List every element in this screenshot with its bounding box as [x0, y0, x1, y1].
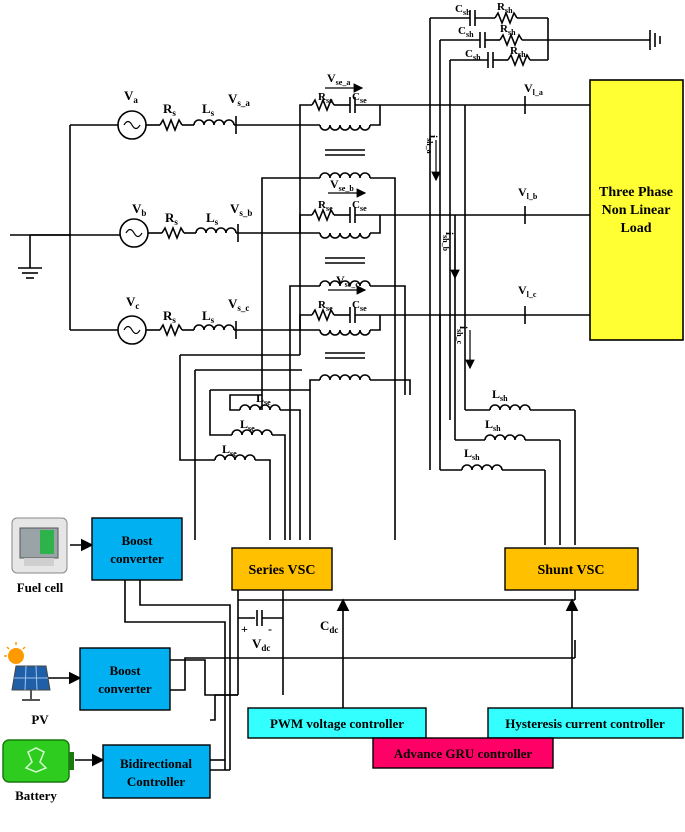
csh-label-1: Csh: [455, 3, 471, 17]
pwm-controller-box: [247, 707, 427, 739]
load-title-line3: Load: [620, 221, 651, 236]
series-transformer-a: [299, 97, 590, 179]
phase-a-source: [70, 110, 300, 140]
battery-icon: [2, 739, 74, 783]
rse-label-c: Rse: [318, 299, 333, 313]
boost-converter-2-box: [79, 647, 171, 711]
load-title-line1: Three Phase: [599, 185, 673, 200]
hysteresis-controller-box: [487, 707, 684, 739]
ls-label-a: Ls: [202, 101, 215, 118]
bidir-label-line2: Controller: [127, 774, 185, 789]
vb-label: Vb: [132, 201, 146, 218]
shunt-vsc-label: Shunt VSC: [537, 563, 604, 578]
vse-b-label: Vse_b: [330, 177, 354, 193]
series-vsc-label: Series VSC: [248, 563, 315, 578]
gru-label: Advance GRU controller: [394, 746, 533, 761]
ls-label-c: Ls: [202, 308, 215, 325]
csh-label-2: Csh: [458, 25, 474, 39]
phase-c-source: [70, 315, 300, 345]
boost1-label-line1: Boost: [121, 533, 153, 548]
shunt-vsc-box: [504, 547, 639, 591]
vsa-label: Vs_a: [228, 91, 250, 108]
ish-c-label: ish_c: [455, 326, 469, 345]
lse-label-1: Lse: [256, 391, 271, 407]
rs-label-c: Rs: [163, 308, 176, 325]
lse-label-2: Lse: [240, 417, 255, 433]
series-transformer-c: [299, 307, 590, 381]
hysteresis-label: Hysteresis current controller: [505, 716, 665, 731]
fuel-cell-icon: [11, 517, 68, 574]
lsh-label-2: Lsh: [485, 417, 501, 433]
rs-label-b: Rs: [165, 210, 178, 227]
vlc-label: Vl_c: [518, 283, 537, 299]
csh-label-3: Csh: [465, 48, 481, 62]
cse-label-c: Cse: [352, 299, 367, 313]
boost2-label-line2: converter: [98, 681, 152, 696]
lsh-label-1: Lsh: [492, 387, 508, 403]
load-title-line2: Non Linear: [602, 203, 671, 218]
vlb-label: Vl_b: [518, 185, 538, 201]
pwm-label: PWM voltage controller: [270, 716, 404, 731]
boost1-label-line2: converter: [110, 551, 164, 566]
boost-converter-1-box: [91, 517, 183, 581]
battery-label: Battery: [15, 788, 57, 803]
phase-b-source: [10, 218, 300, 248]
vse-a-label: Vse_a: [327, 71, 350, 87]
ls-label-b: Ls: [206, 210, 219, 227]
series-vsc-box: [231, 547, 333, 591]
series-secondary-wiring: [179, 125, 411, 540]
dc-minus-label: -: [268, 622, 272, 636]
rs-label-a: Rs: [163, 101, 176, 118]
shunt-filter-top: [429, 10, 661, 470]
dc-plus-label: +: [241, 622, 248, 636]
solar-panel-icon: [4, 642, 51, 701]
cdc-label: Cdc: [320, 618, 338, 635]
pv-label: PV: [31, 712, 49, 727]
boost2-label-line1: Boost: [109, 663, 141, 678]
cse-label-b: Cse: [352, 199, 367, 213]
ish-a-label: ish_a: [425, 135, 439, 154]
shunt-inductors: [439, 105, 576, 545]
vsb-label: Vs_b: [230, 201, 252, 218]
va-label: Va: [124, 88, 138, 105]
lsh-label-3: Lsh: [464, 446, 480, 462]
fuel-cell-label: Fuel cell: [17, 580, 64, 595]
ish-b-label: ish_b: [441, 232, 455, 252]
rsh-label-3: Rsh: [510, 45, 526, 59]
rsh-label-1: Rsh: [497, 1, 513, 15]
bidirectional-controller-box: [102, 744, 211, 799]
load-box: [589, 79, 684, 341]
lse-label-3: Lse: [222, 442, 237, 458]
vdc-label: Vdc: [252, 636, 270, 653]
gru-controller-box: [372, 737, 554, 769]
rse-label-a: Rse: [318, 91, 333, 105]
ground-symbol-left: [18, 125, 71, 330]
rsh-label-2: Rsh: [500, 23, 516, 37]
vc-label: Vc: [126, 294, 139, 311]
cse-label-a: Cse: [352, 91, 367, 105]
series-transformer-b: [299, 207, 590, 287]
bidir-label-line1: Bidirectional: [120, 756, 192, 771]
vsc-label: Vs_c: [228, 296, 249, 313]
vla-label: Vl_a: [524, 81, 543, 97]
vse-c-label: Vse_c: [336, 273, 359, 289]
dc-link-wiring: [124, 580, 576, 771]
rse-label-b: Rse: [318, 199, 333, 213]
